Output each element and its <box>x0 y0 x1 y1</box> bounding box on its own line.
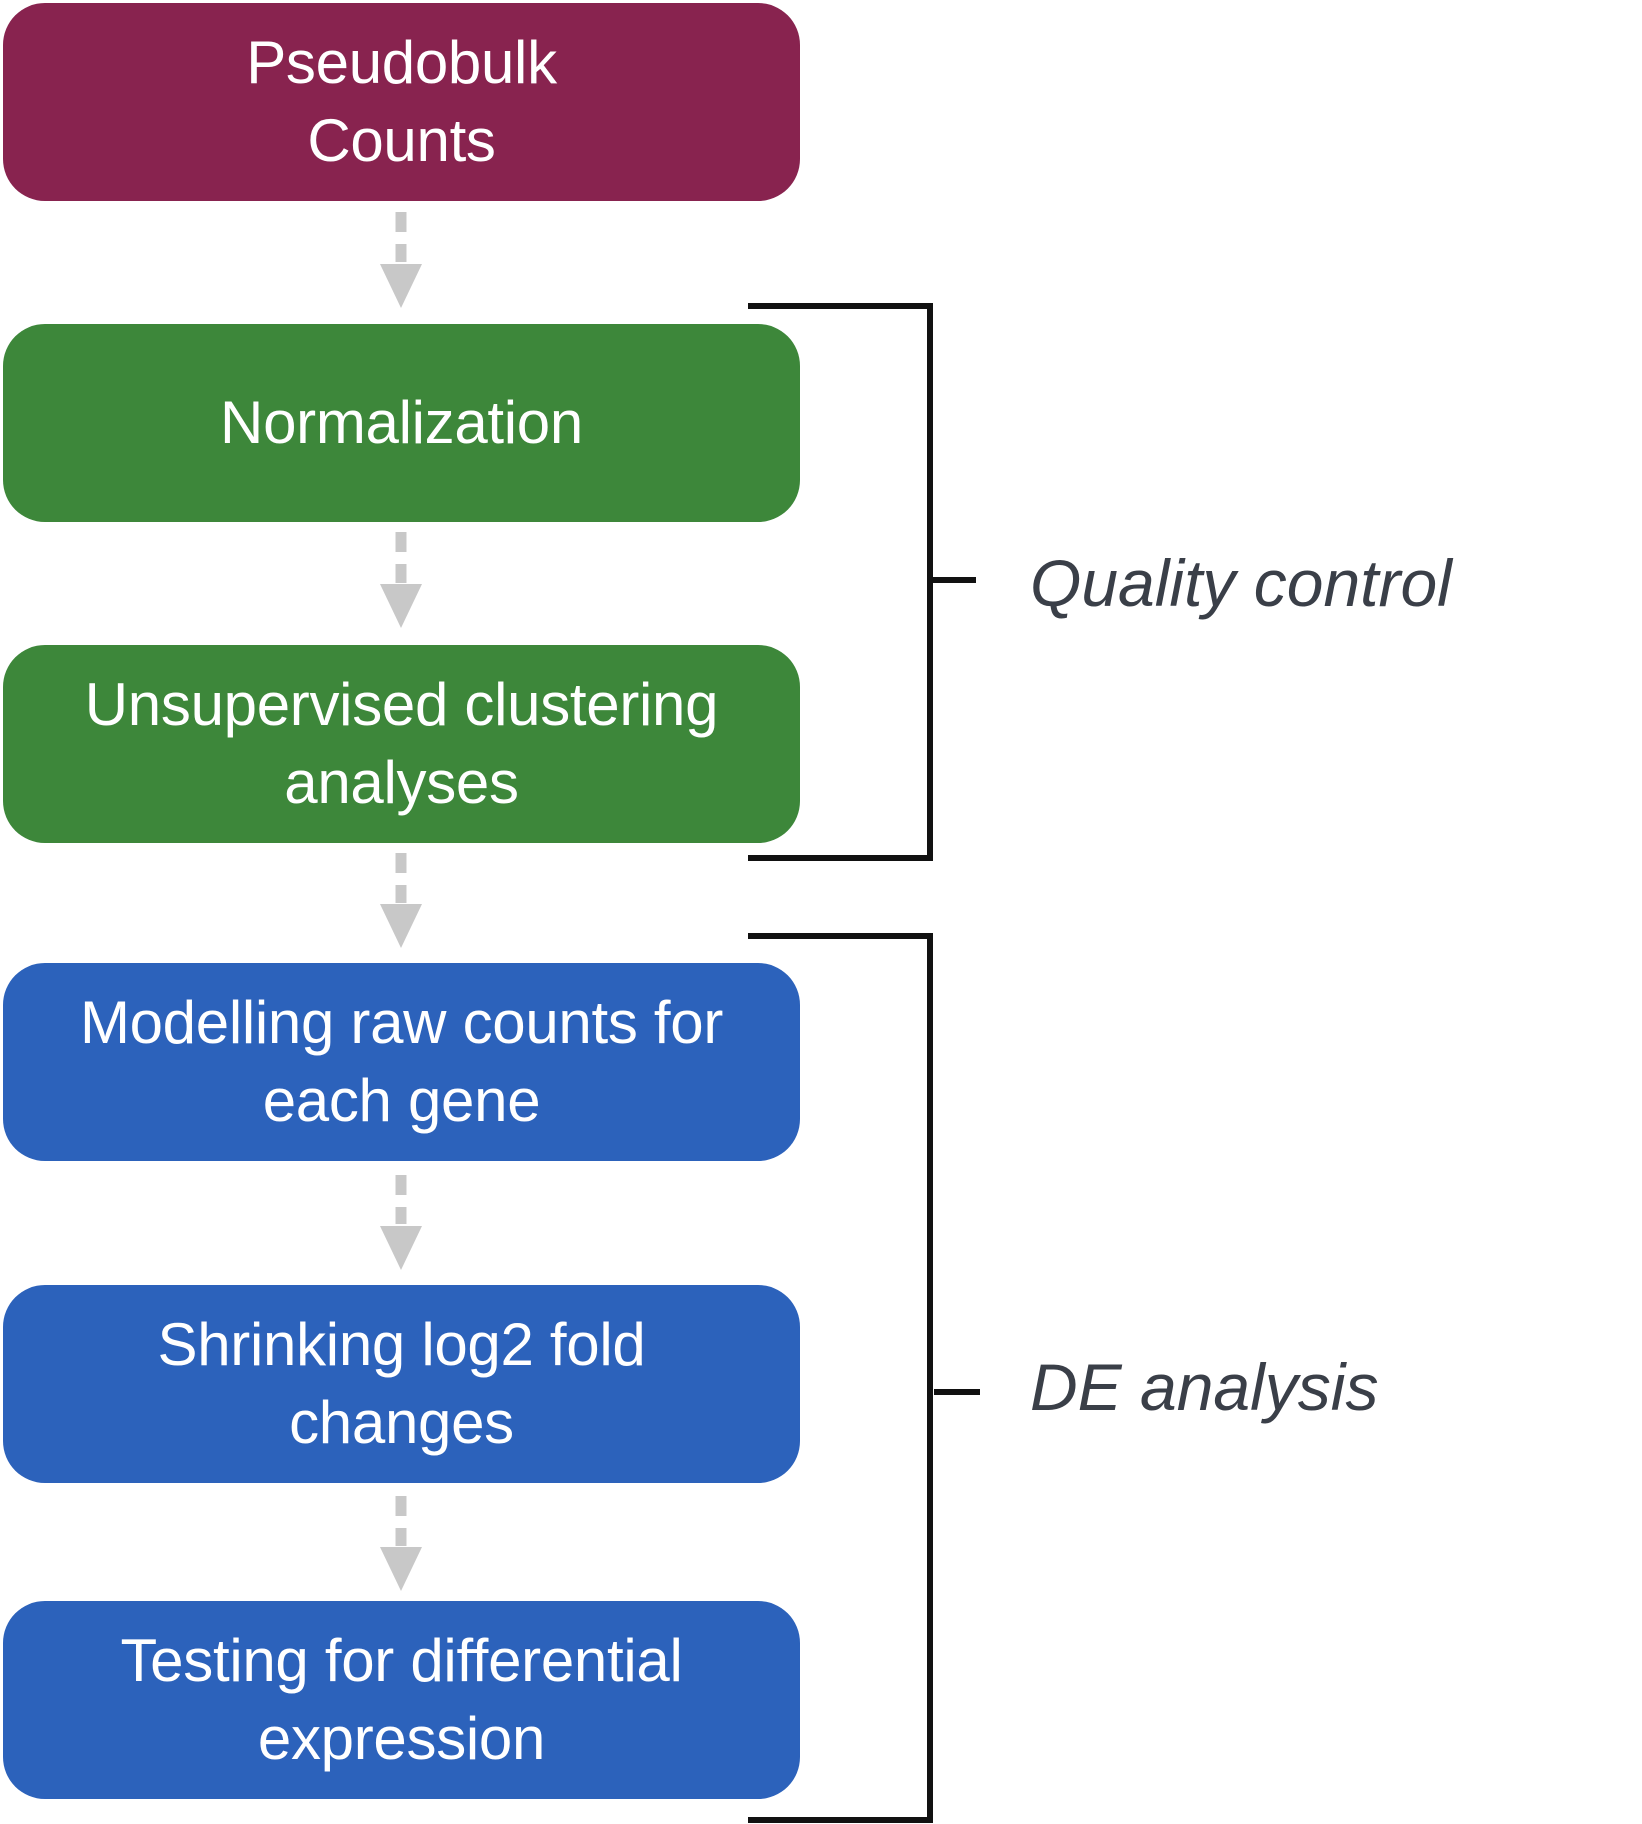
step-label: Shrinking log2 fold changes <box>157 1311 646 1456</box>
flow-arrow <box>380 532 422 628</box>
step-label: Testing for differential expression <box>120 1627 683 1772</box>
step-modelling-raw-counts: Modelling raw counts for each gene <box>3 963 800 1161</box>
step-testing-de: Testing for differential expression <box>3 1601 800 1799</box>
flow-arrow <box>380 1175 422 1270</box>
step-label: Pseudobulk Counts <box>246 29 557 174</box>
de-analysis-bracket <box>748 933 980 1823</box>
step-label: Unsupervised clustering analyses <box>84 671 719 816</box>
step-unsupervised-clustering: Unsupervised clustering analyses <box>3 645 800 843</box>
quality-control-label: Quality control <box>1030 546 1452 620</box>
step-label: Modelling raw counts for each gene <box>79 989 724 1134</box>
flow-arrow <box>380 853 422 948</box>
step-label: Normalization <box>220 389 583 456</box>
flow-arrow <box>380 1496 422 1591</box>
step-shrinking-lfc: Shrinking log2 fold changes <box>3 1285 800 1483</box>
step-normalization: Normalization <box>3 324 800 522</box>
quality-control-bracket <box>748 303 976 861</box>
flow-arrow <box>380 212 422 308</box>
step-pseudobulk-counts: Pseudobulk Counts <box>3 3 800 201</box>
de-analysis-label: DE analysis <box>1030 1350 1379 1424</box>
